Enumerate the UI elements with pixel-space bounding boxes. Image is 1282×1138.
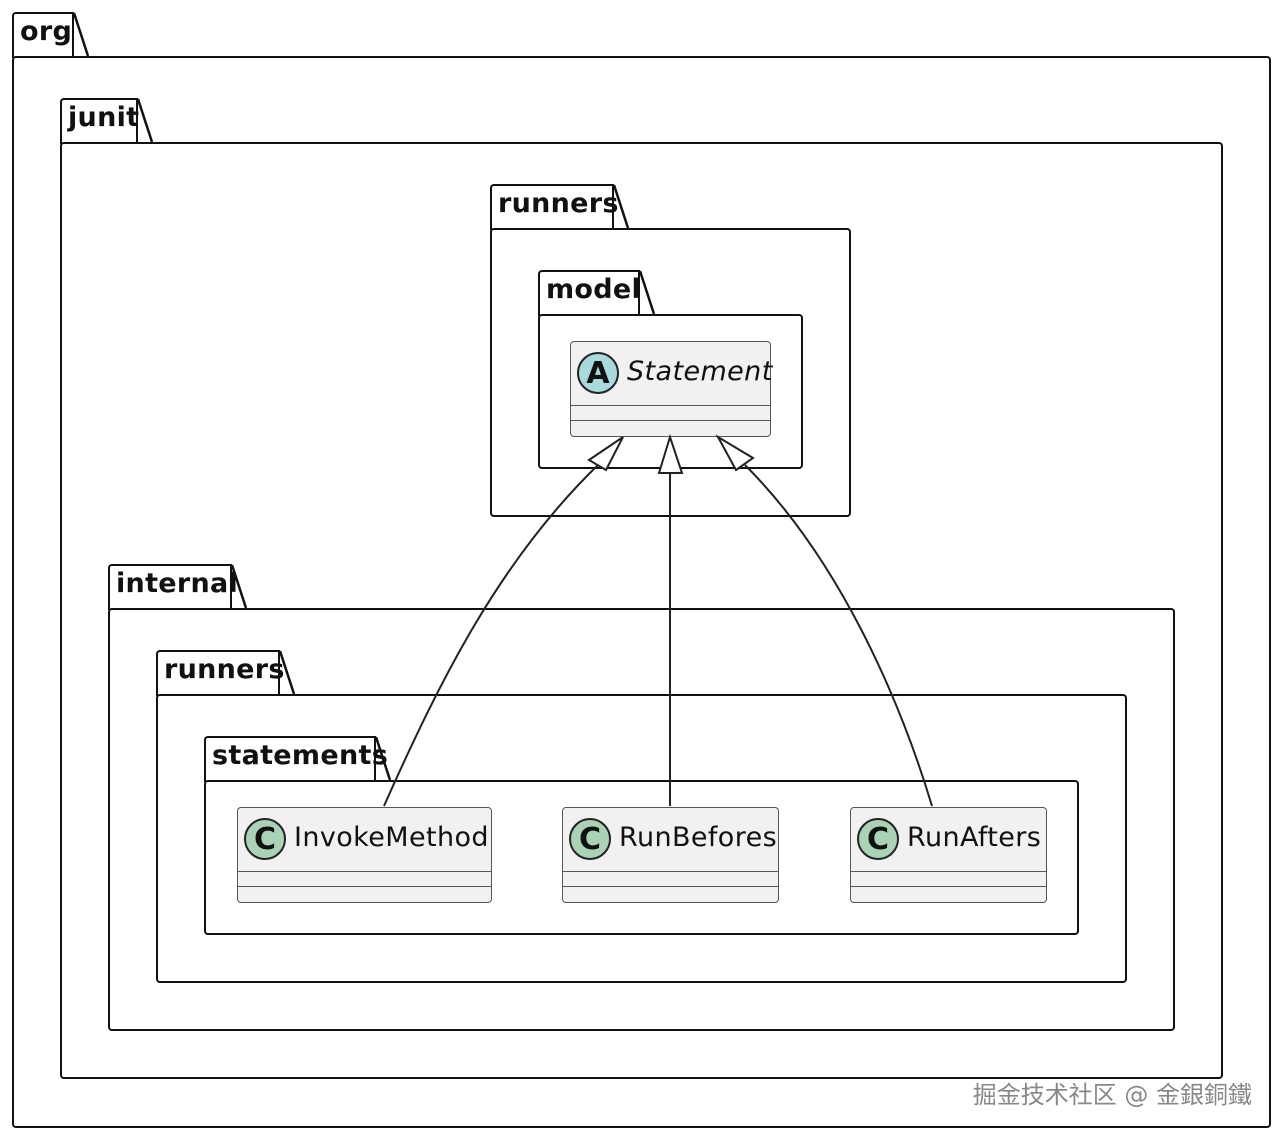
class-run-befores[interactable]: C RunBefores <box>562 807 779 903</box>
class-run-befores-name: RunBefores <box>619 822 778 853</box>
package-junit-label: junit <box>68 102 140 133</box>
class-statement[interactable]: A Statement <box>570 341 773 437</box>
class-run-afters-divider-2 <box>851 886 1046 887</box>
class-run-afters-name: RunAfters <box>907 822 1042 853</box>
class-invoke-method-divider-2 <box>238 886 491 887</box>
class-invoke-method-divider-1 <box>238 871 491 872</box>
package-junit-tab: junit <box>60 98 140 144</box>
package-org-label: org <box>20 16 73 47</box>
package-runners-inner-tab: runners <box>156 650 284 696</box>
package-org-tab: org <box>12 12 74 58</box>
class-icon: C <box>569 818 611 860</box>
package-runners-top-label: runners <box>498 188 619 219</box>
package-model-label: model <box>546 274 642 305</box>
abstract-class-icon: A <box>577 352 619 394</box>
class-statement-divider-2 <box>571 420 770 421</box>
class-statement-divider-1 <box>571 405 770 406</box>
class-icon: C <box>857 818 899 860</box>
class-run-afters[interactable]: C RunAfters <box>850 807 1047 903</box>
package-statements-label: statements <box>212 740 389 771</box>
package-runners-top-tab: runners <box>490 184 618 230</box>
package-internal-label: internal <box>116 568 239 599</box>
class-run-afters-header: C RunAfters <box>851 808 1046 870</box>
class-statement-name: Statement <box>627 356 773 387</box>
class-run-befores-divider-2 <box>563 886 778 887</box>
class-run-befores-header: C RunBefores <box>563 808 778 870</box>
package-statements-tab: statements <box>204 736 388 782</box>
class-invoke-method-header: C InvokeMethod <box>238 808 491 870</box>
class-icon: C <box>244 818 286 860</box>
package-model-tab: model <box>538 270 642 316</box>
class-run-befores-divider-1 <box>563 871 778 872</box>
class-run-afters-divider-1 <box>851 871 1046 872</box>
class-invoke-method-name: InvokeMethod <box>294 822 489 853</box>
class-invoke-method[interactable]: C InvokeMethod <box>237 807 492 903</box>
package-runners-inner-label: runners <box>164 654 285 685</box>
class-statement-header: A Statement <box>571 342 773 404</box>
package-internal-tab: internal <box>108 564 238 610</box>
watermark: 掘金技术社区 @ 金銀銅鐵 <box>972 1081 1252 1109</box>
